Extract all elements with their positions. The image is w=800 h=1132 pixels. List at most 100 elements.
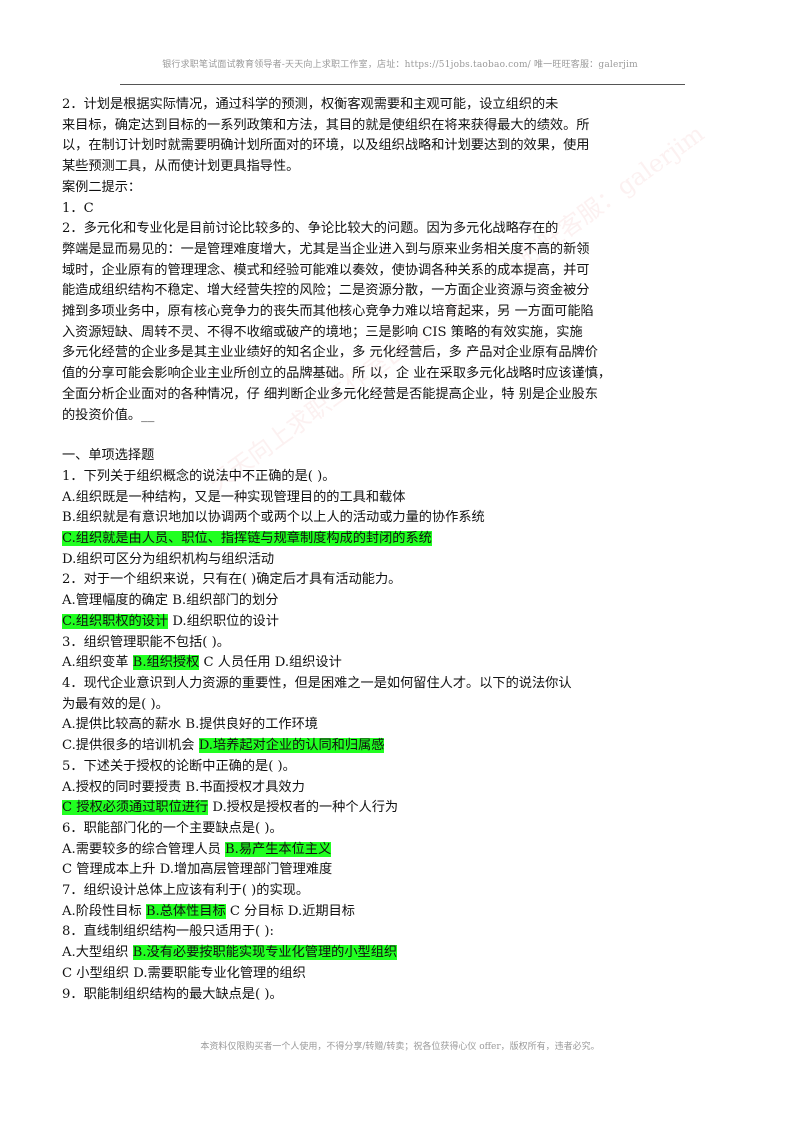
text-segment: 1．C xyxy=(62,200,94,216)
text-line: C 管理成本上升 D.增加高层管理部门管理难度 xyxy=(62,860,662,881)
text-segment: 3．组织管理职能不包括( )。 xyxy=(62,634,230,650)
text-line: 1．下列关于组织概念的说法中不正确的是( )。 xyxy=(62,467,662,488)
page-header: 银行求职笔试面试教育领导者-天天向上求职工作室，店址：https://51job… xyxy=(162,60,638,70)
text-line: 的投资价值。__ xyxy=(62,406,662,427)
text-line: A.阶段性目标 B.总体性目标 C 分目标 D.近期目标 xyxy=(62,902,662,923)
header-divider xyxy=(120,84,685,85)
text-segment: 某些预测工具，从而使计划更具指导性。 xyxy=(62,159,300,175)
text-segment: D.授权是授权者的一种个人行为 xyxy=(208,800,399,816)
text-segment: 域时，企业原有的管理理念、模式和经验可能难以奏效，使协调各种关系的成本提高，并可 xyxy=(62,262,590,278)
text-segment: C 分目标 D.近期目标 xyxy=(225,903,355,919)
text-segment: 8．直线制组织结构一般只适用于( ): xyxy=(62,924,274,940)
text-segment: 来目标，确定达到目标的一系列政策和方法，其目的就是使组织在将来获得最大的绩效。所 xyxy=(62,117,590,133)
text-segment: 弊端是显而易见的：一是管理难度增大，尤其是当企业进入到与原来业务相关度不高的新领 xyxy=(62,241,590,257)
text-line: A.管理幅度的确定 B.组织部门的划分 xyxy=(62,591,662,612)
text-segment: 2．计划是根据实际情况，通过科学的预测，权衡客观需要和主观可能，设立组织的未 xyxy=(62,97,559,112)
text-line: A.提供比较高的薪水 B.提供良好的工作环境 xyxy=(62,715,662,736)
text-segment: 案例二提示： xyxy=(62,179,142,195)
text-line: 以，在制订计划时就需要明确计划所面对的环境，以及组织战略和计划要达到的效果，使用 xyxy=(62,136,662,157)
text-segment: D.组织可区分为组织机构与组织活动 xyxy=(62,551,275,567)
highlighted-answer: C.组织职权的设计 xyxy=(62,613,169,629)
text-line: A.组织既是一种结构，又是一种实现管理目的的工具和载体 xyxy=(62,488,662,509)
text-line: 值的分享可能会影响企业主业所创立的品牌基础。所 以，企 业在采取多元化战略时应该… xyxy=(62,364,662,385)
text-line: 全面分析企业面对的各种情况，仔 细判断企业多元化经营是否能提高企业，特 别是企业… xyxy=(62,385,662,406)
text-segment: B.组织就是有意识地加以协调两个或两个以上人的活动或力量的协作系统 xyxy=(62,510,485,526)
text-line: 多元化经营的企业多是其主业业绩好的知名企业，多 元化经营后，多 产品对企业原有品… xyxy=(62,343,662,364)
text-line: 2．计划是根据实际情况，通过科学的预测，权衡客观需要和主观可能，设立组织的未 xyxy=(62,95,662,116)
text-segment: A.授权的同时要授责 B.书面授权才具效力 xyxy=(62,779,305,795)
text-segment: 的投资价值。__ xyxy=(62,407,155,423)
text-segment: C 管理成本上升 D.增加高层管理部门管理难度 xyxy=(62,862,333,878)
text-segment: A.需要较多的综合管理人员 xyxy=(62,841,225,857)
text-line: C.组织职权的设计 D.组织职位的设计 xyxy=(62,612,662,633)
text-line: 6．职能部门化的一个主要缺点是( )。 xyxy=(62,819,662,840)
text-segment: 4．现代企业意识到人力资源的重要性，但是困难之一是如何留住人才。以下的说法你认 xyxy=(62,675,572,691)
text-segment: A.组织既是一种结构，又是一种实现管理目的的工具和载体 xyxy=(62,489,406,505)
text-segment: 2．多元化和专业化是目前讨论比较多的、争论比较大的问题。因为多元化战略存在的 xyxy=(62,221,559,237)
text-line: A.授权的同时要授责 B.书面授权才具效力 xyxy=(62,778,662,799)
text-line: A.大型组织 B.没有必要按职能实现专业化管理的小型组织 xyxy=(62,943,662,964)
text-segment: 一、单项选择题 xyxy=(62,448,155,464)
text-line: B.组织就是有意识地加以协调两个或两个以上人的活动或力量的协作系统 xyxy=(62,508,662,529)
text-segment: 1．下列关于组织概念的说法中不正确的是( )。 xyxy=(62,468,336,484)
text-line: D.组织可区分为组织机构与组织活动 xyxy=(62,550,662,571)
text-line: 能造成组织结构不稳定、增大经营失控的风险；二是资源分散，一方面企业资源与资金被分 xyxy=(62,281,662,302)
text-segment: A.提供比较高的薪水 B.提供良好的工作环境 xyxy=(62,717,318,733)
text-line: 一、单项选择题 xyxy=(62,446,662,467)
text-line: 7．组织设计总体上应该有利于( )的实现。 xyxy=(62,881,662,902)
text-segment: C 小型组织 D.需要职能专业化管理的组织 xyxy=(62,965,306,981)
text-line: A.组织变革 B.组织授权 C 人员任用 D.组织设计 xyxy=(62,653,662,674)
text-line: 4．现代企业意识到人力资源的重要性，但是困难之一是如何留住人才。以下的说法你认 xyxy=(62,674,662,695)
text-line: 摊到多项业务中，原有核心竞争力的丧失而其他核心竞争力难以培育起来，另 一方面可能… xyxy=(62,302,662,323)
text-segment: C 人员任用 D.组织设计 xyxy=(199,655,342,671)
text-segment: 6．职能部门化的一个主要缺点是( )。 xyxy=(62,820,283,836)
text-segment: A.管理幅度的确定 B.组织部门的划分 xyxy=(62,593,279,609)
text-line: 某些预测工具，从而使计划更具指导性。 xyxy=(62,157,662,178)
text-segment: 值的分享可能会影响企业主业所创立的品牌基础。所 以，企 业在采取多元化战略时应该… xyxy=(62,366,612,382)
text-segment: 7．组织设计总体上应该有利于( )的实现。 xyxy=(62,883,310,899)
text-segment: 全面分析企业面对的各种情况，仔 细判断企业多元化经营是否能提高企业，特 别是企业… xyxy=(62,386,598,402)
highlighted-answer: C.组织就是由人员、职位、指挥链与规章制度构成的封闭的系统 xyxy=(62,531,432,547)
text-line: 域时，企业原有的管理理念、模式和经验可能难以奏效，使协调各种关系的成本提高，并可 xyxy=(62,261,662,282)
text-segment: 9．职能制组织结构的最大缺点是( )。 xyxy=(62,986,283,1002)
text-line: 入资源短缺、周转不灵、不得不收缩或破产的境地；三是影响 CIS 策略的有效实施，… xyxy=(62,323,662,344)
text-segment: 为最有效的是( )。 xyxy=(62,696,169,712)
highlighted-answer: D.培养起对企业的认同和归属感 xyxy=(198,738,385,754)
text-segment: 以，在制订计划时就需要明确计划所面对的环境，以及组织战略和计划要达到的效果，使用 xyxy=(62,138,590,154)
highlighted-answer: C 授权必须通过职位进行 xyxy=(62,800,209,816)
text-line: 2．多元化和专业化是目前讨论比较多的、争论比较大的问题。因为多元化战略存在的 xyxy=(62,219,662,240)
text-segment: 能造成组织结构不稳定、增大经营失控的风险；二是资源分散，一方面企业资源与资金被分 xyxy=(62,283,590,299)
text-line: C.提供很多的培训机会 D.培养起对企业的认同和归属感 xyxy=(62,736,662,757)
text-line: 3．组织管理职能不包括( )。 xyxy=(62,633,662,654)
text-line: 1．C xyxy=(62,199,662,220)
page-footer: 本资料仅限购买者一个人使用，不得分享/转赠/转卖；祝各位获得心仪 offer，版… xyxy=(200,1042,600,1052)
document-body: 2．计划是根据实际情况，通过科学的预测，权衡客观需要和主观可能，设立组织的未来目… xyxy=(62,95,662,1005)
text-segment: 5．下述关于授权的论断中正确的是( )。 xyxy=(62,758,296,774)
highlighted-answer: B.没有必要按职能实现专业化管理的小型组织 xyxy=(132,945,398,961)
text-line: 案例二提示： xyxy=(62,178,662,199)
text-line: A.需要较多的综合管理人员 B.易产生本位主义 xyxy=(62,840,662,861)
highlighted-answer: B.易产生本位主义 xyxy=(224,841,332,857)
text-line: 弊端是显而易见的：一是管理难度增大，尤其是当企业进入到与原来业务相关度不高的新领 xyxy=(62,240,662,261)
text-line: 2．对于一个组织来说，只有在( )确定后才具有活动能力。 xyxy=(62,570,662,591)
text-segment: 入资源短缺、周转不灵、不得不收缩或破产的境地；三是影响 CIS 策略的有效实施，… xyxy=(62,324,583,340)
text-segment: A.阶段性目标 xyxy=(62,903,146,919)
text-line: C 小型组织 D.需要职能专业化管理的组织 xyxy=(62,964,662,985)
text-line: 5．下述关于授权的论断中正确的是( )。 xyxy=(62,757,662,778)
text-segment: C.提供很多的培训机会 xyxy=(62,738,199,754)
text-segment: A.组织变革 xyxy=(62,655,133,671)
text-line: 来目标，确定达到目标的一系列政策和方法，其目的就是使组织在将来获得最大的绩效。所 xyxy=(62,116,662,137)
text-segment: A.大型组织 xyxy=(62,945,133,961)
text-line: 9．职能制组织结构的最大缺点是( )。 xyxy=(62,985,662,1006)
text-segment: D.组织职位的设计 xyxy=(168,613,279,629)
text-segment: 摊到多项业务中，原有核心竞争力的丧失而其他核心竞争力难以培育起来，另 一方面可能… xyxy=(62,304,594,320)
text-line: 8．直线制组织结构一般只适用于( ): xyxy=(62,922,662,943)
text-line: C.组织就是由人员、职位、指挥链与规章制度构成的封闭的系统 xyxy=(62,529,662,550)
text-segment: 2．对于一个组织来说，只有在( )确定后才具有活动能力。 xyxy=(62,572,402,588)
highlighted-answer: B.组织授权 xyxy=(132,655,200,671)
text-line: C 授权必须通过职位进行 D.授权是授权者的一种个人行为 xyxy=(62,798,662,819)
highlighted-answer: B.总体性目标 xyxy=(145,903,226,919)
blank-line xyxy=(62,426,662,446)
text-segment: 多元化经营的企业多是其主业业绩好的知名企业，多 元化经营后，多 产品对企业原有品… xyxy=(62,345,598,361)
text-line: 为最有效的是( )。 xyxy=(62,695,662,716)
